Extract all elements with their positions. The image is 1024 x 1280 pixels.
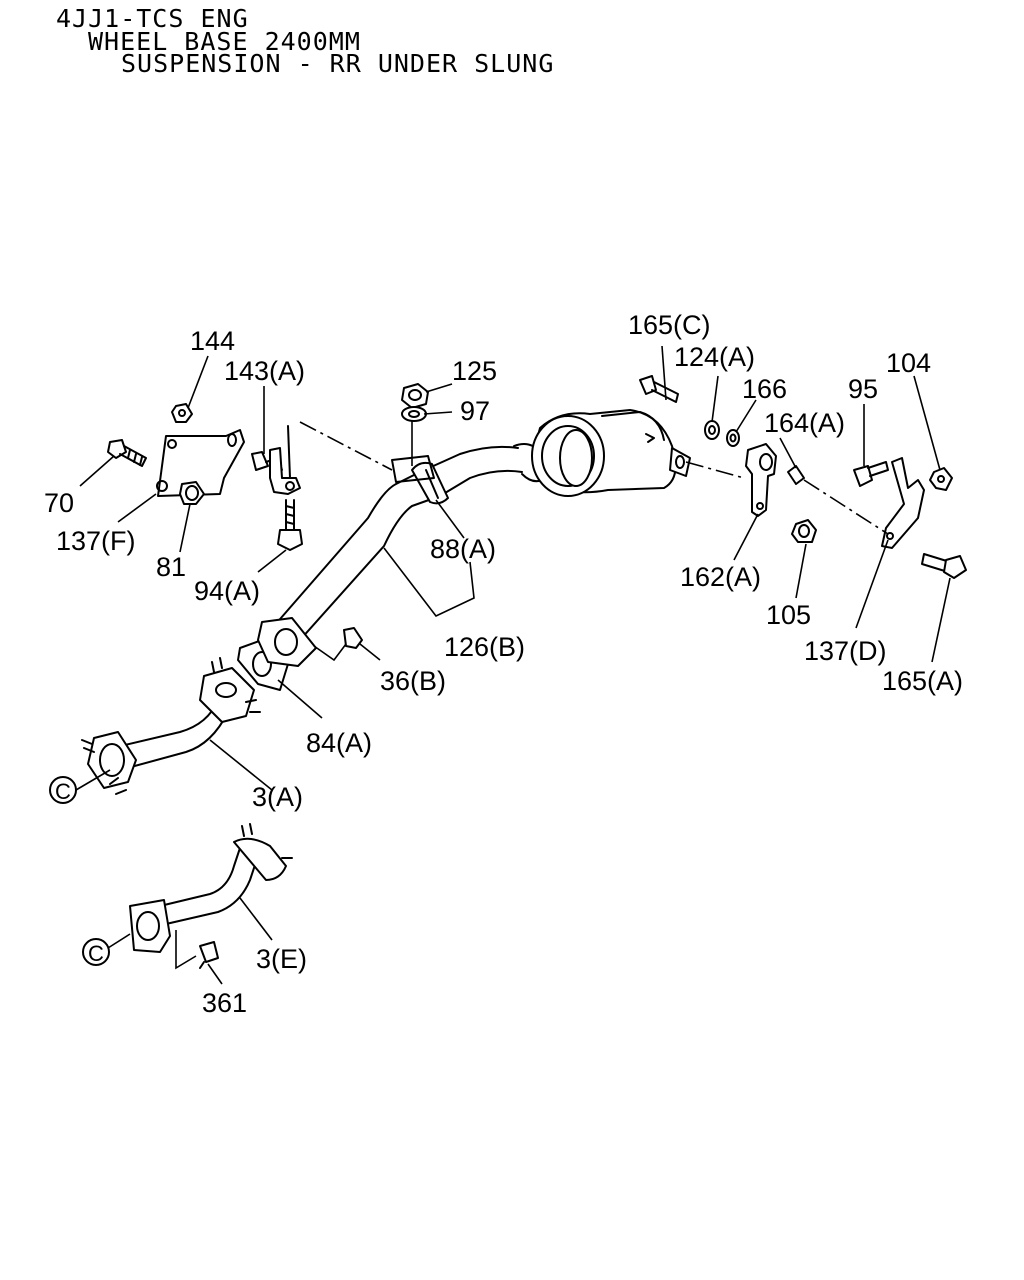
muffler-body <box>531 409 691 497</box>
callout-81: 81 <box>156 552 186 582</box>
callout-104: 104 <box>886 348 931 378</box>
connector-c-top: C <box>49 776 77 804</box>
header-line-3: SUSPENSION - RR UNDER SLUNG <box>121 49 555 78</box>
callout-3a: 3(A) <box>252 782 303 812</box>
callout-124a: 124(A) <box>674 342 755 372</box>
callout-361: 361 <box>202 988 247 1018</box>
nut-125 <box>401 383 429 409</box>
exhaust-pipe-3e <box>129 823 293 969</box>
callout-88a: 88(A) <box>430 534 496 564</box>
washer-166 <box>726 429 740 447</box>
callout-3e: 3(E) <box>256 944 307 974</box>
callout-165a: 165(A) <box>882 666 963 696</box>
leader-lines <box>75 345 951 985</box>
callout-125: 125 <box>452 356 497 386</box>
callout-36b: 36(B) <box>380 666 446 696</box>
bolt-165c <box>639 375 679 403</box>
callout-162a: 162(A) <box>680 562 761 592</box>
callout-164a: 164(A) <box>764 408 845 438</box>
header-line-1: 4JJ1-TCS ENG <box>56 4 249 33</box>
callout-166: 166 <box>742 374 787 404</box>
washer-124a <box>704 420 720 440</box>
nut-36b <box>343 627 363 649</box>
callout-95: 95 <box>848 374 878 404</box>
nut-81 <box>179 481 205 505</box>
callout-84a: 84(A) <box>306 728 372 758</box>
nut-105 <box>791 519 817 543</box>
hanger-143a <box>251 425 301 495</box>
callout-144: 144 <box>190 326 235 356</box>
assembly-line-3 <box>803 479 889 535</box>
collar-164a <box>787 465 805 485</box>
callout-97: 97 <box>460 396 490 426</box>
callout-126b: 126(B) <box>444 632 525 662</box>
callout-143a: 143(A) <box>224 356 305 386</box>
assembly-line-1 <box>299 421 393 471</box>
bolt-70 <box>107 439 147 467</box>
bolt-95 <box>853 461 889 487</box>
callout-94a: 94(A) <box>194 576 260 606</box>
header-line-2: WHEEL BASE 2400MM <box>88 27 361 56</box>
assembly-line-2 <box>685 461 745 479</box>
connector-c-bottom-label: C <box>88 941 104 966</box>
callout-70: 70 <box>44 488 74 518</box>
rubber-mount-162a <box>745 443 777 517</box>
bolt-94a <box>277 499 303 551</box>
bolt-165a <box>921 553 967 579</box>
connector-c-top-label: C <box>55 779 71 804</box>
callout-105: 105 <box>766 600 811 630</box>
callout-137f: 137(F) <box>56 526 136 556</box>
bracket-137f <box>156 429 245 497</box>
callout-137d: 137(D) <box>804 636 887 666</box>
nut-144 <box>171 403 193 423</box>
callout-165c: 165(C) <box>628 310 711 340</box>
bracket-137d <box>881 457 925 549</box>
nut-104 <box>929 467 953 491</box>
washer-97 <box>401 406 427 422</box>
connector-c-bottom: C <box>82 938 110 966</box>
exhaust-pipe-3a <box>81 657 261 795</box>
